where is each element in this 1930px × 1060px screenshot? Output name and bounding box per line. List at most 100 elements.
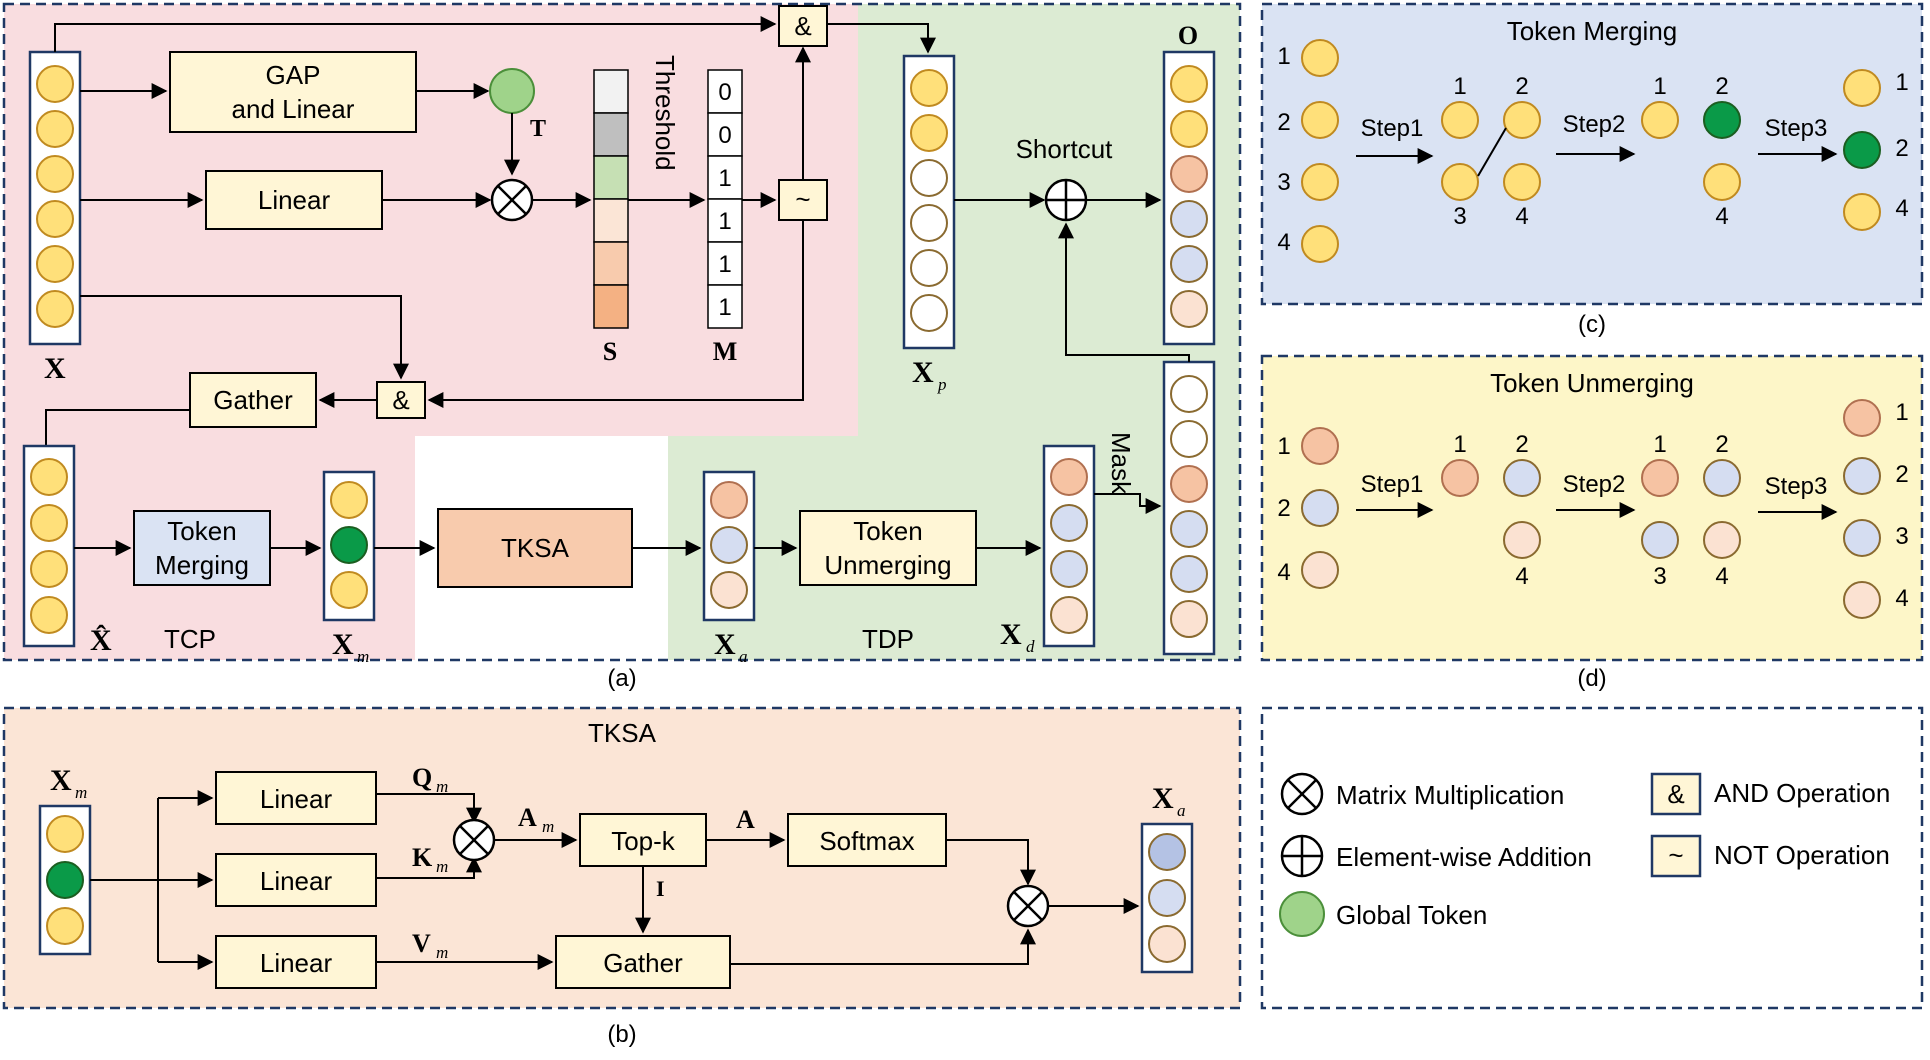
add-icon	[1044, 178, 1088, 222]
c-col1-n2: 2	[1277, 109, 1290, 136]
d-tokens-col1	[1301, 427, 1339, 589]
softmax-label: Softmax	[819, 826, 914, 856]
score-column-s	[593, 69, 629, 329]
label-b-xm-sub: m	[75, 783, 87, 802]
legend-not-box	[1650, 834, 1702, 878]
d-col3-n3: 3	[1653, 563, 1666, 590]
d-col3-n2: 2	[1715, 431, 1728, 458]
arrow-not-to-and-bottom	[427, 220, 804, 408]
mask-value-6: 1	[718, 294, 731, 321]
tokens-b-xa	[1148, 833, 1186, 963]
c-tokens-col1	[1301, 39, 1339, 263]
legend-add-label: Element-wise Addition	[1336, 842, 1592, 872]
legend-and-label: AND Operation	[1714, 778, 1890, 808]
label-t: T	[530, 116, 546, 142]
tokens-xhat	[30, 458, 68, 634]
panel-c: Token Merging 1 2 3 4 Step1 1 2 3 4 Step…	[1260, 2, 1924, 338]
c-col4-n4: 4	[1895, 195, 1908, 222]
d-col4-n4: 4	[1895, 585, 1908, 612]
d-col4-n2: 2	[1895, 461, 1908, 488]
c-col1-n4: 4	[1277, 229, 1290, 256]
global-token-t	[489, 68, 535, 114]
arrow-x-to-and-bottom	[80, 295, 409, 380]
c-col3-n2: 2	[1715, 73, 1728, 100]
mask-value-5: 1	[718, 251, 731, 278]
linear-k-box	[215, 853, 377, 907]
label-xm: X	[332, 628, 354, 661]
mask-value-3: 1	[718, 165, 731, 192]
arrow-gather-to-mul	[730, 928, 1036, 965]
d-col3-n1: 1	[1653, 431, 1666, 458]
label-xa: X	[714, 628, 736, 661]
d-col1-n2: 2	[1277, 495, 1290, 522]
c-tokens-col4	[1843, 69, 1881, 231]
c-col3-n1: 1	[1653, 73, 1666, 100]
token-merging-box	[133, 510, 271, 586]
arrow-and-top-to-xp	[827, 23, 936, 54]
and-op-box-bottom	[376, 381, 426, 419]
mask-label: Mask	[1106, 432, 1136, 495]
token-merging-title: Token Merging	[1507, 16, 1678, 46]
c-step1: Step1	[1361, 115, 1424, 142]
not-op-symbol: ~	[795, 184, 810, 214]
token-merging-line2: Merging	[155, 550, 249, 580]
c-tokens-col2	[1441, 101, 1541, 201]
label-xa-sub: a	[739, 647, 748, 666]
d-col3-n4: 4	[1715, 563, 1728, 590]
tokens-x	[36, 65, 74, 328]
c-col4-n2: 2	[1895, 135, 1908, 162]
matmul-b1-icon	[452, 818, 496, 862]
d-col1-n4: 4	[1277, 559, 1290, 586]
legend-not-label: NOT Operation	[1714, 840, 1890, 870]
label-b-xa-sub: a	[1177, 801, 1186, 820]
topk-label: Top-k	[611, 826, 676, 856]
shortcut-label: Shortcut	[1016, 134, 1114, 164]
d-tokens-col2	[1441, 459, 1541, 559]
c-tokens-col3	[1641, 101, 1741, 201]
label-k: K	[412, 843, 433, 872]
label-a: A	[736, 805, 755, 834]
tksa-box	[437, 508, 633, 588]
topk-box	[579, 813, 707, 867]
label-v: V	[412, 929, 431, 958]
label-q: Q	[412, 763, 432, 792]
and-op-bottom-symbol: &	[392, 385, 409, 415]
panel-a: X GAP and Linear T Linear	[2, 2, 1242, 692]
c-step2: Step2	[1563, 111, 1626, 138]
label-o: O	[1178, 21, 1198, 50]
caption-a: (a)	[607, 665, 636, 692]
c-col2-n2: 2	[1515, 73, 1528, 100]
c-col2-n4: 4	[1515, 203, 1528, 230]
matmul-b2-icon	[1006, 884, 1050, 928]
matmul-icon	[490, 178, 534, 222]
d-step3: Step3	[1765, 473, 1828, 500]
gap-linear-box	[169, 51, 417, 133]
token-unmerging-line2: Unmerging	[824, 550, 951, 580]
gather-b-label: Gather	[603, 948, 683, 978]
label-v-sub: m	[436, 943, 448, 962]
d-col2-n2: 2	[1515, 431, 1528, 458]
d-col2-n4: 4	[1515, 563, 1528, 590]
tokens-o	[1170, 65, 1208, 328]
d-tokens-col4	[1843, 399, 1881, 619]
arrow-k-to-mul	[376, 856, 482, 879]
tcp-region	[4, 4, 858, 660]
panel-b: TKSA X m Linear Linear Linear Q m K m V …	[2, 706, 1242, 1048]
and-op-box-top	[778, 5, 828, 47]
d-step1: Step1	[1361, 471, 1424, 498]
label-xd-sub: d	[1026, 637, 1035, 656]
legend-and-symbol: &	[1667, 779, 1684, 809]
label-q-sub: m	[436, 777, 448, 796]
tksa-label: TKSA	[501, 533, 570, 563]
tdp-label: TDP	[862, 624, 914, 654]
gather-b-box	[555, 935, 731, 989]
arrow-x-to-and-top	[54, 16, 777, 52]
tksa-title: TKSA	[588, 718, 657, 748]
legend-add-icon	[1280, 834, 1324, 878]
c-col2-n3: 3	[1453, 203, 1466, 230]
legend-border	[1260, 706, 1924, 1010]
c-col2-n1: 1	[1453, 73, 1466, 100]
c-col1-n1: 1	[1277, 43, 1290, 70]
linear-k-label: Linear	[260, 866, 333, 896]
